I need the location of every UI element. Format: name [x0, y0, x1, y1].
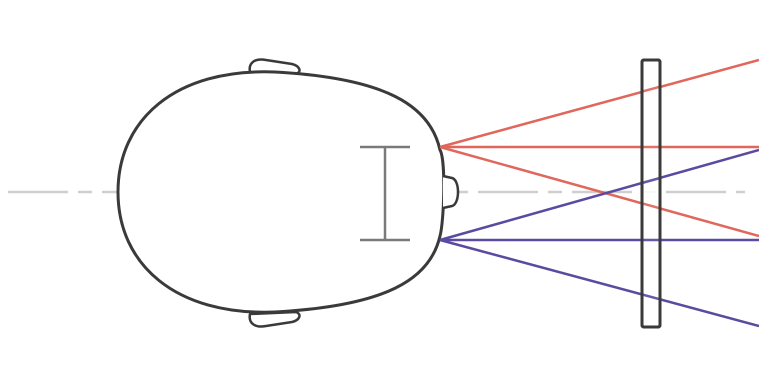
screen-plate	[640, 58, 662, 329]
lower-eye-rays	[439, 148, 759, 328]
ear-bottom	[248, 310, 301, 328]
screen-plate-outline	[640, 58, 662, 329]
lower-ray-up	[439, 148, 759, 242]
upper-eye-rays	[439, 58, 759, 238]
upper-ray-down	[439, 145, 759, 238]
nose	[442, 174, 460, 210]
lower-ray-down	[439, 238, 759, 328]
eye-separation-marker	[360, 145, 410, 242]
rays-through-plate	[641, 85, 661, 301]
upper-ray-up	[439, 58, 759, 149]
head-outline	[116, 70, 446, 314]
